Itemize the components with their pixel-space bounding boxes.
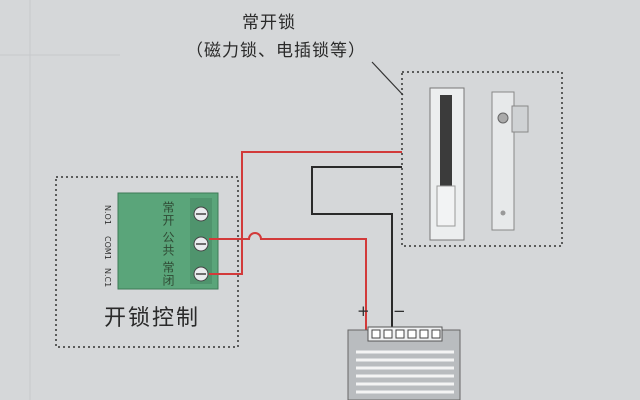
red-wire-power: [209, 232, 367, 330]
terminal-no-cn: 常开: [161, 201, 175, 227]
controller-box: [55, 176, 239, 348]
lock-box: [401, 71, 563, 247]
terminal-com-cn: 公共: [161, 231, 175, 257]
terminal-nc-cn: 常闭: [161, 261, 175, 287]
electric-bolt-lock-icon: [491, 91, 515, 231]
power-plus-label: +: [357, 302, 370, 320]
red-wire-lock: [209, 151, 402, 275]
controller-label: 开锁控制: [104, 306, 201, 331]
power-supply-icon: [347, 329, 461, 400]
power-minus-label: −: [393, 302, 406, 320]
black-wire: [311, 166, 402, 330]
lock-type-subtitle: （磁力锁、电插锁等）: [186, 41, 366, 61]
terminal-com-label: COM1: [103, 236, 112, 260]
terminal-no-label: N.O1: [103, 205, 112, 225]
terminal-nc-label: N.C1: [103, 268, 112, 288]
lock-type-title: 常开锁: [242, 13, 296, 33]
